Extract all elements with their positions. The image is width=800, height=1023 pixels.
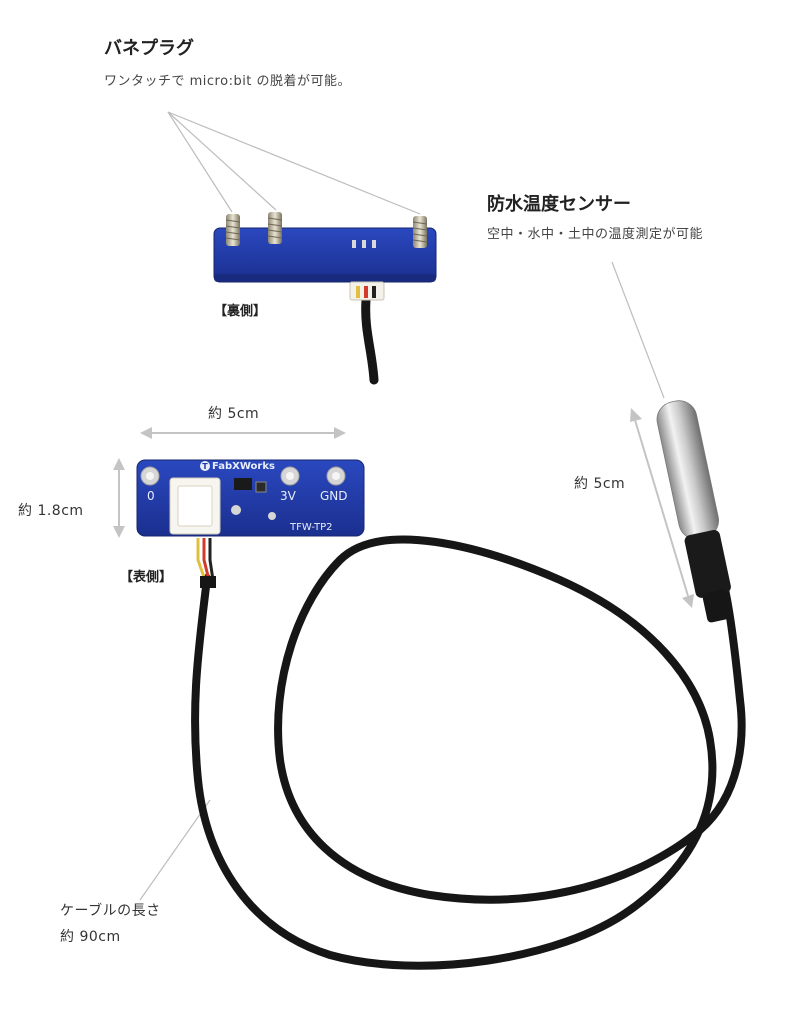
sensor-cable: [191, 535, 746, 970]
spring-plug-description: ワンタッチで micro:bit の脱着が可能。: [104, 74, 352, 89]
spring-plug-pointer-lines: [167, 111, 421, 215]
pcb-model-label: TFW-TP2: [289, 522, 333, 533]
sensor-description: 空中・水中・土中の温度測定が可能: [487, 227, 704, 242]
pcb-brand-label: FabXWorks: [212, 461, 275, 472]
probe-length-dimension-arrow: [630, 408, 694, 608]
sensor-pointer-line: [611, 261, 665, 399]
spring-screw: [225, 214, 241, 246]
spring-screw: [267, 212, 283, 244]
sensor-title: 防水温度センサー: [487, 194, 631, 215]
pcb-pin-3v-label: 3V: [280, 489, 297, 503]
cable-pointer-line: [139, 799, 211, 901]
height-dimension-arrow: [113, 458, 125, 538]
board-height-label: 約 1.8cm: [18, 503, 84, 519]
cable-length-value: 約 90cm: [60, 929, 121, 945]
probe-length-label: 約 5cm: [574, 476, 626, 492]
front-side-label: 【表側】: [120, 570, 173, 585]
board-width-label: 約 5cm: [208, 406, 260, 422]
pcb-back-side: [213, 212, 437, 385]
cable-length-title: ケーブルの長さ: [60, 903, 161, 919]
width-dimension-arrow: [140, 427, 346, 439]
spring-screw: [412, 216, 428, 248]
temperature-probe: [656, 400, 731, 623]
pcb-front-side: T FabXWorks 0 3V GND TFW-TP2: [136, 459, 365, 588]
pcb-pin-gnd-label: GND: [320, 489, 348, 503]
back-side-label: 【裏側】: [214, 304, 267, 319]
pcb-logo-letter: T: [202, 462, 208, 471]
pcb-pin-0-label: 0: [147, 489, 155, 503]
spring-plug-title: バネプラグ: [104, 38, 194, 59]
